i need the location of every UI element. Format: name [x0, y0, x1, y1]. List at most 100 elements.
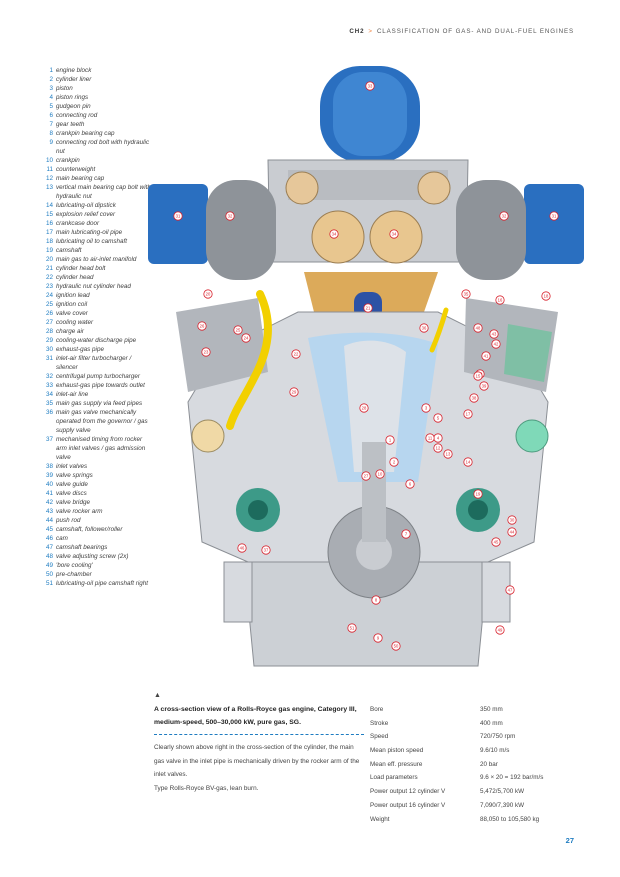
spec-label: Mean piston speed: [370, 747, 424, 755]
callout-marker: [499, 211, 509, 221]
callout-number: 2: [393, 460, 396, 465]
legend-text: valve guide: [56, 481, 88, 488]
legend-number: 1: [49, 67, 53, 74]
callout-marker: [225, 211, 235, 221]
legend-item: 49'bore cooling': [44, 561, 154, 570]
legend-number: 47: [45, 544, 53, 551]
legend-number: 50: [45, 571, 53, 578]
callout-marker: [391, 641, 401, 651]
callout-number: 19: [476, 492, 481, 497]
spec-value: 350 mm: [480, 706, 503, 713]
legend-text: lubricating oil to camshaft: [56, 238, 128, 245]
legend-text: cylinder liner: [56, 76, 92, 83]
crankpin-circle: [356, 534, 392, 570]
legend-text: cylinder head bolt: [56, 265, 106, 272]
callout-marker: [421, 403, 431, 413]
legend-text: 'bore cooling': [56, 562, 93, 569]
legend-number: 25: [45, 301, 53, 308]
right-camshaft-inner: [468, 500, 488, 520]
legend-number: 40: [45, 481, 53, 488]
callout-number: 4: [437, 436, 440, 441]
legend-number: 36: [45, 409, 53, 416]
callout-number: 9: [377, 636, 380, 641]
spec-label: Bore: [370, 706, 384, 713]
caption-text: Clearly shown above right in the cross-s…: [154, 744, 360, 778]
legend-text: main gas to air-inlet manifold: [56, 256, 137, 263]
spec-value: 88,050 to 105,580 kg: [480, 815, 540, 823]
legend-number: 43: [45, 508, 53, 515]
spec-label: Stroke: [370, 719, 389, 727]
spec-value: 5,472/5,700 kW: [480, 788, 525, 796]
callout-marker: [241, 333, 251, 343]
callout-number: 23: [204, 350, 209, 355]
callout-number: 1: [389, 438, 392, 443]
legend-text: engine block: [56, 67, 92, 74]
figure-caption: ▲ A cross-section view of a Rolls-Royce …: [154, 692, 364, 795]
callout-number: 32: [228, 214, 233, 219]
legend-text: connecting rod: [56, 112, 98, 119]
callout-marker: [233, 325, 243, 335]
legend-text: crankpin bearing cap: [56, 130, 115, 137]
legend-number: 24: [45, 292, 53, 299]
callout-number: 20: [206, 292, 211, 297]
legend-text: valve springs: [56, 472, 93, 479]
callout-marker: [461, 289, 471, 299]
legend-number: 37: [45, 436, 53, 443]
callout-number: 51: [350, 626, 355, 631]
legend-number: 30: [45, 346, 53, 353]
legend-text: ignition coil: [56, 301, 88, 308]
left-camshaft-inner: [248, 500, 268, 520]
left-cover: [191, 419, 225, 453]
callout-marker: [495, 295, 505, 305]
callout-marker: [237, 543, 247, 553]
left-cylinder-head: [176, 298, 268, 392]
legend-text: exhaust-gas pipe towards outlet: [56, 382, 145, 389]
callout-number: 13: [446, 452, 451, 457]
callout-marker: [329, 229, 339, 239]
legend-number: 49: [45, 562, 53, 569]
legend-text: main lubricating-oil pipe: [56, 229, 123, 236]
caption-divider: [154, 734, 364, 735]
legend-text: inlet valves: [56, 463, 88, 470]
callout-marker: [361, 471, 371, 481]
spec-value: 720/750 rpm: [480, 733, 516, 741]
legend-number: 46: [45, 535, 53, 542]
spec-value: 9.6 × 20 = 192 bar/m/s: [480, 774, 544, 782]
legend-number: 29: [45, 337, 53, 344]
callout-marker: [203, 289, 213, 299]
callout-number: 5: [437, 416, 440, 421]
callout-number: 7: [405, 532, 408, 537]
callout-number: 39: [482, 384, 487, 389]
callout-marker: [419, 323, 429, 333]
exhaust-bulb-right: [417, 171, 451, 205]
callout-number: 43: [492, 332, 497, 337]
callout-number: 11: [428, 436, 433, 441]
legend-text: lubricating-oil pipe camshaft right: [56, 580, 149, 587]
legend-number: 12: [45, 175, 53, 182]
legend-number: 6: [49, 112, 53, 119]
callout-number: 49: [498, 628, 503, 633]
legend-number: 51: [45, 580, 53, 587]
legend-number: 2: [49, 76, 53, 83]
legend-number: 21: [45, 265, 53, 272]
callout-marker: [507, 515, 517, 525]
callout-marker: [463, 409, 473, 419]
callout-number: 34: [332, 232, 337, 237]
callout-number: 30: [510, 518, 515, 523]
callout-number: 38: [472, 396, 477, 401]
yellow-gas-pipe-right: [429, 307, 449, 353]
caption-marker-icon: ▲: [154, 692, 161, 699]
callout-number: 22: [294, 352, 299, 357]
left-turbo: [206, 180, 276, 280]
